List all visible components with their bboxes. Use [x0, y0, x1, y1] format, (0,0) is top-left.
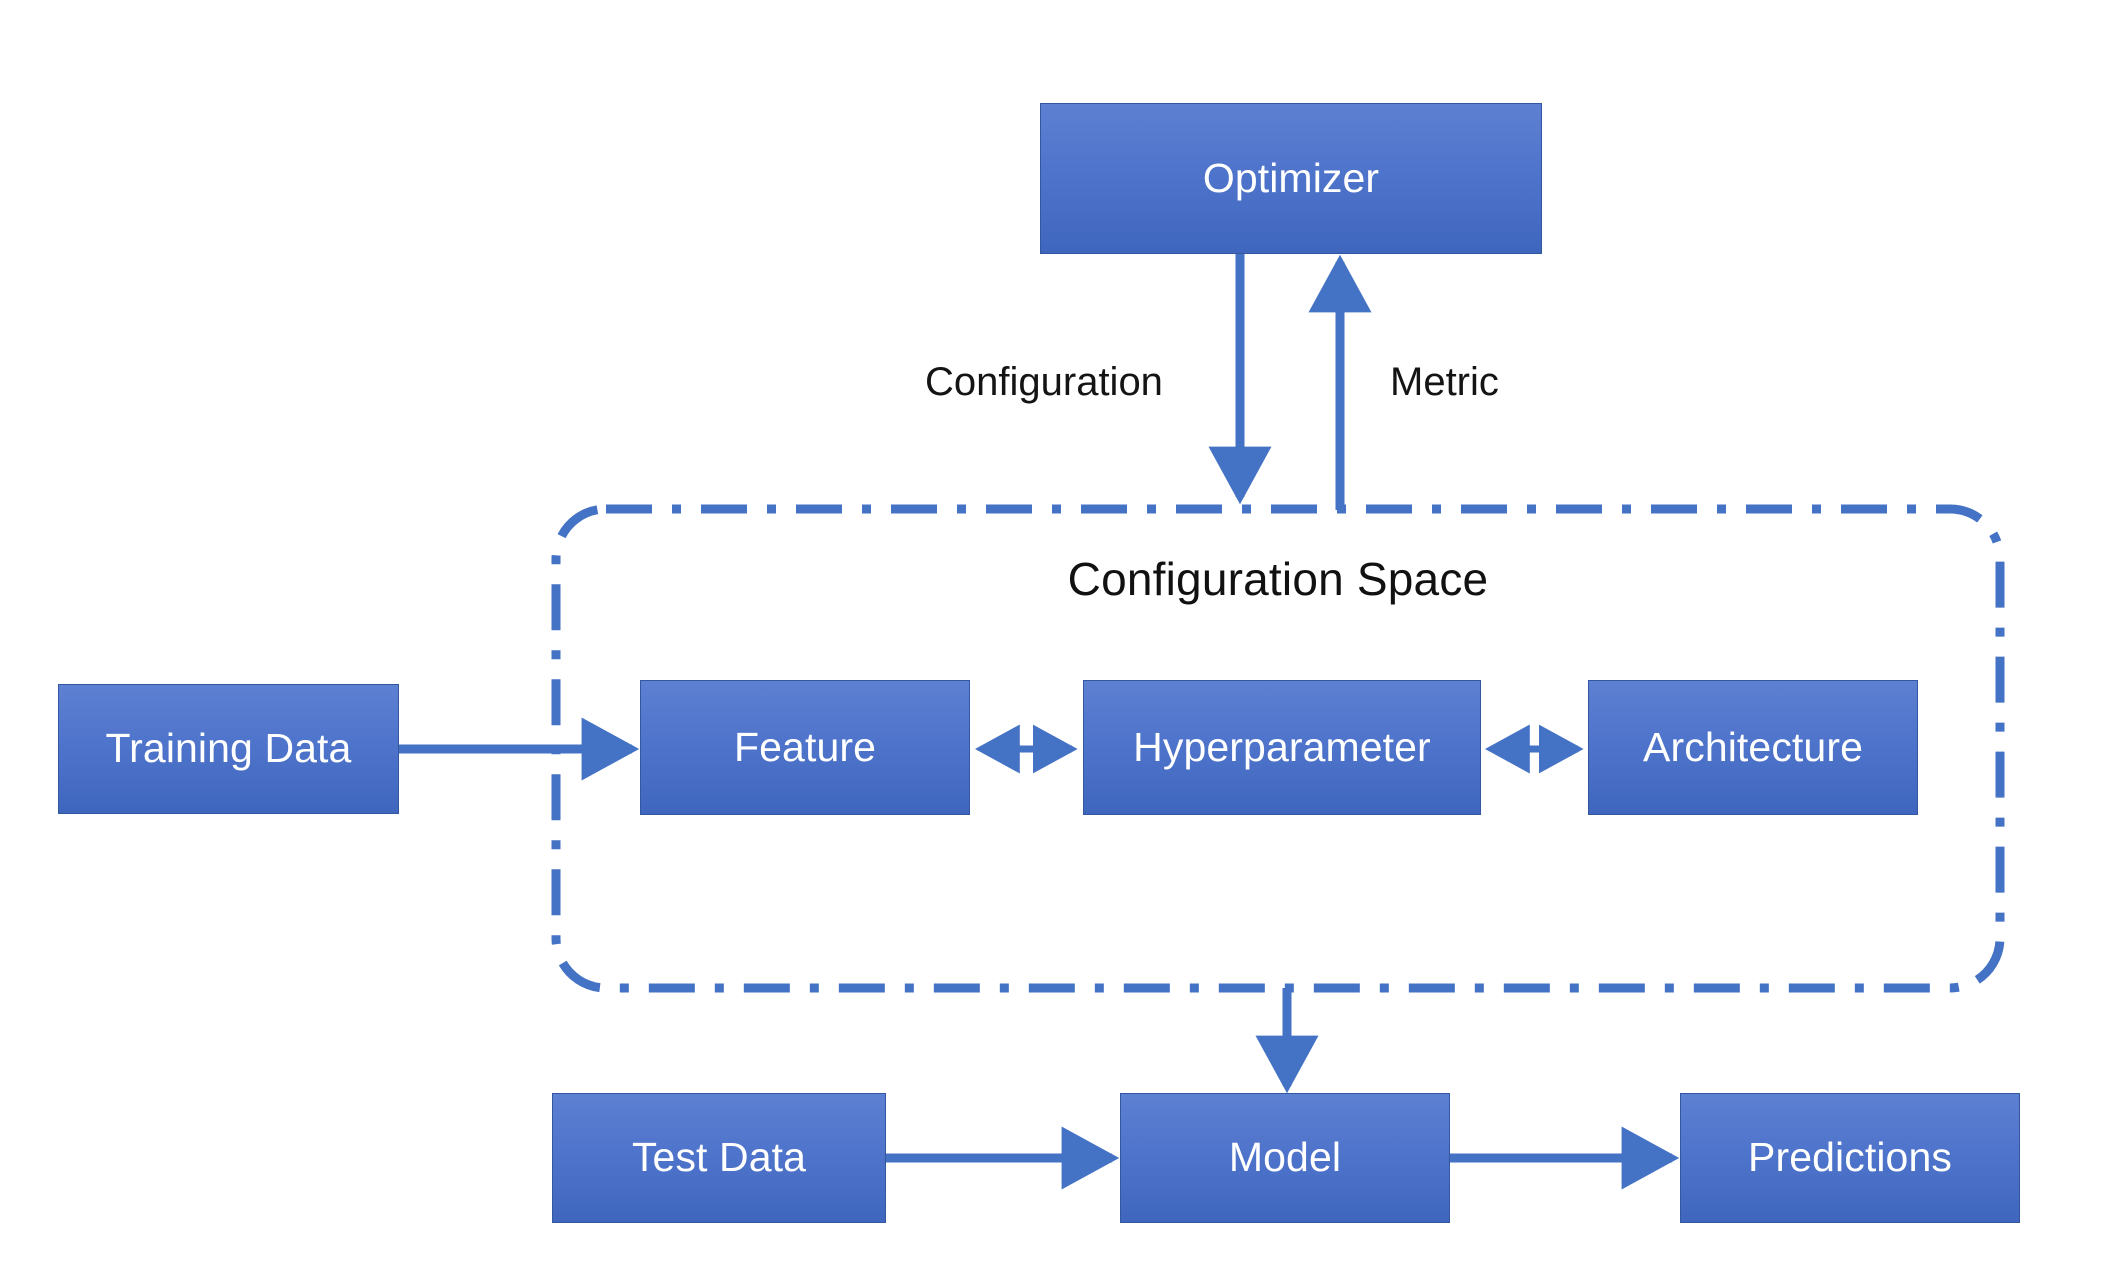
node-predictions-label: Predictions	[1748, 1134, 1952, 1181]
node-optimizer[interactable]: Optimizer	[1040, 103, 1542, 254]
node-architecture-label: Architecture	[1643, 723, 1863, 770]
node-model-label: Model	[1228, 1134, 1342, 1181]
node-hyperparameter-label: Hyperparameter	[1133, 723, 1431, 770]
node-training-data[interactable]: Training Data	[58, 684, 399, 814]
node-architecture[interactable]: Architecture	[1588, 680, 1918, 815]
configuration-space-title: Configuration Space	[1067, 553, 1489, 605]
node-training-data-label: Training Data	[105, 725, 352, 772]
node-optimizer-label: Optimizer	[1202, 154, 1380, 201]
node-hyperparameter[interactable]: Hyperparameter	[1083, 680, 1481, 815]
node-model[interactable]: Model	[1120, 1093, 1450, 1223]
node-feature-label: Feature	[734, 723, 876, 770]
edge-label-metric: Metric	[1390, 360, 1499, 404]
node-test-data[interactable]: Test Data	[552, 1093, 886, 1223]
node-feature[interactable]: Feature	[640, 680, 970, 815]
edge-label-configuration: Configuration	[925, 360, 1163, 404]
node-predictions[interactable]: Predictions	[1680, 1093, 2020, 1223]
node-test-data-label: Test Data	[631, 1134, 807, 1181]
